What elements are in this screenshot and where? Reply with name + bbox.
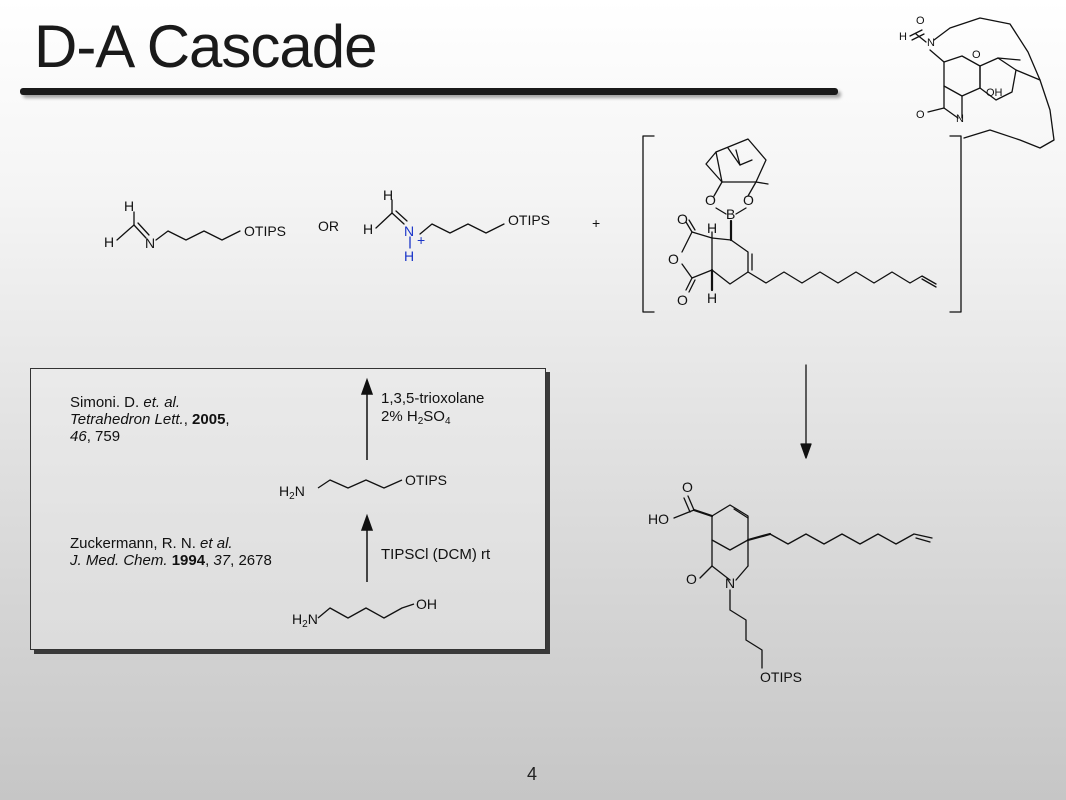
- plus-sign: +: [592, 215, 601, 231]
- amine-bottom-oh: OH: [416, 596, 437, 612]
- corner-n-bottom: N: [956, 113, 964, 125]
- corner-o-ketone: O: [972, 49, 981, 61]
- diene-h-bottom: H: [707, 290, 718, 306]
- iminium-nh: H: [404, 248, 415, 264]
- iminium-otips: OTIPS: [508, 212, 551, 228]
- imine-otips: OTIPS: [244, 223, 287, 239]
- product-otips: OTIPS: [760, 669, 803, 685]
- boronate-o-right: O: [743, 192, 754, 208]
- reference-zuckermann: Zuckermann, R. N. et al. J. Med. Chem. 1…: [70, 535, 272, 569]
- condition-trioxolane: 1,3,5-trioxolane 2% H2SO4: [381, 390, 485, 427]
- ref1-authors: Simoni. D.: [70, 394, 140, 411]
- ref1-year: 2005: [192, 411, 226, 428]
- iminium-n: N: [404, 223, 415, 239]
- reference-simoni: Simoni. D. et. al. Tetrahedron Lett., 20…: [70, 394, 230, 445]
- product-lactam-o: O: [686, 571, 697, 587]
- iminium-h-left: H: [363, 221, 374, 237]
- ref2-page: , 2678: [230, 552, 272, 569]
- slide-title: D-A Cascade: [34, 13, 377, 80]
- iminium-plus: +: [417, 232, 426, 248]
- title-underline: [20, 88, 838, 95]
- iminium-h-top: H: [383, 187, 394, 203]
- ref2-authors: Zuckermann, R. N.: [70, 535, 196, 552]
- product-lactam-n: N: [725, 575, 736, 591]
- amine-top-otips: OTIPS: [405, 472, 448, 488]
- ref2-year: 1994: [171, 552, 206, 569]
- boronate-b: B: [726, 206, 736, 222]
- amine-bottom-h2n: H2N: [292, 611, 318, 630]
- corner-n-top: N: [927, 37, 935, 49]
- ref1-volume: 46: [70, 428, 87, 445]
- corner-o-lactam: O: [916, 109, 925, 121]
- corner-oh: OH: [986, 87, 1003, 99]
- diene-h-top: H: [707, 220, 718, 236]
- cond1-line1: 1,3,5-trioxolane: [381, 390, 485, 407]
- imine-n: N: [145, 235, 156, 251]
- ref2-etal: et al.: [200, 535, 233, 552]
- ref1-journal: Tetrahedron Lett.: [70, 411, 184, 428]
- product-acid-ho: HO: [648, 511, 669, 527]
- anhydride-o-top: O: [677, 211, 688, 227]
- anhydride-o-bottom: O: [677, 292, 688, 308]
- synthesis-reference-box: [30, 368, 546, 650]
- product-acid-o: O: [682, 479, 693, 495]
- corner-h: H: [899, 31, 907, 43]
- anhydride-o-ring: O: [668, 251, 679, 267]
- or-label: OR: [318, 218, 339, 234]
- imine-h-left: H: [104, 234, 115, 250]
- ref2-journal: J. Med. Chem.: [70, 552, 168, 569]
- boronate-o-left: O: [705, 192, 716, 208]
- corner-o-formyl: O: [916, 15, 925, 27]
- ref1-etal: et. al.: [143, 394, 181, 411]
- ref2-volume: 37: [213, 552, 231, 569]
- condition-tipscl: TIPSCl (DCM) rt: [381, 546, 491, 563]
- page-number: 4: [527, 764, 538, 784]
- amine-top-h2n: H2N: [279, 483, 305, 502]
- imine-h-top: H: [124, 198, 135, 214]
- ref1-page: , 759: [86, 428, 121, 445]
